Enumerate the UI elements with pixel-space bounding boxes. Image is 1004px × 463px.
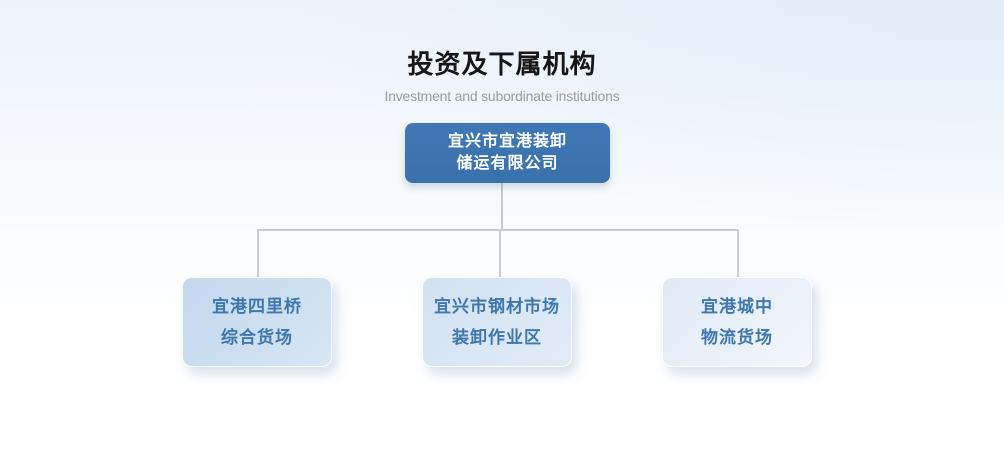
org-node-root: 宜兴市宜港装卸 储运有限公司 bbox=[405, 123, 610, 183]
org-node-chengzhong-logistics: 宜港城中 物流货场 bbox=[662, 277, 812, 367]
connector-root-vertical bbox=[501, 182, 503, 230]
org-node-line2: 物流货场 bbox=[701, 328, 773, 347]
org-node-line1: 宜兴市钢材市场 bbox=[434, 297, 560, 316]
org-node-line1: 宜港四里桥 bbox=[212, 297, 302, 316]
section-header: 投资及下属机构 Investment and subordinate insti… bbox=[0, 44, 1004, 104]
org-node-siliqiao-yard: 宜港四里桥 综合货场 bbox=[182, 277, 332, 367]
org-node-line1: 宜港城中 bbox=[701, 297, 773, 316]
org-node-line2: 装卸作业区 bbox=[452, 328, 542, 347]
connector-drop-middle bbox=[499, 231, 501, 277]
org-node-steel-market-area: 宜兴市钢材市场 装卸作业区 bbox=[422, 277, 572, 367]
org-node-line2: 综合货场 bbox=[221, 328, 293, 347]
section-title: 投资及下属机构 bbox=[407, 49, 597, 79]
connector-drop-right bbox=[737, 231, 739, 277]
org-node-root-line2: 储运有限公司 bbox=[456, 155, 559, 172]
org-node-root-line1: 宜兴市宜港装卸 bbox=[447, 133, 567, 150]
connector-drop-left bbox=[257, 231, 259, 277]
connector-horizontal bbox=[257, 229, 739, 231]
section-subtitle: Investment and subordinate institutions bbox=[384, 88, 620, 104]
